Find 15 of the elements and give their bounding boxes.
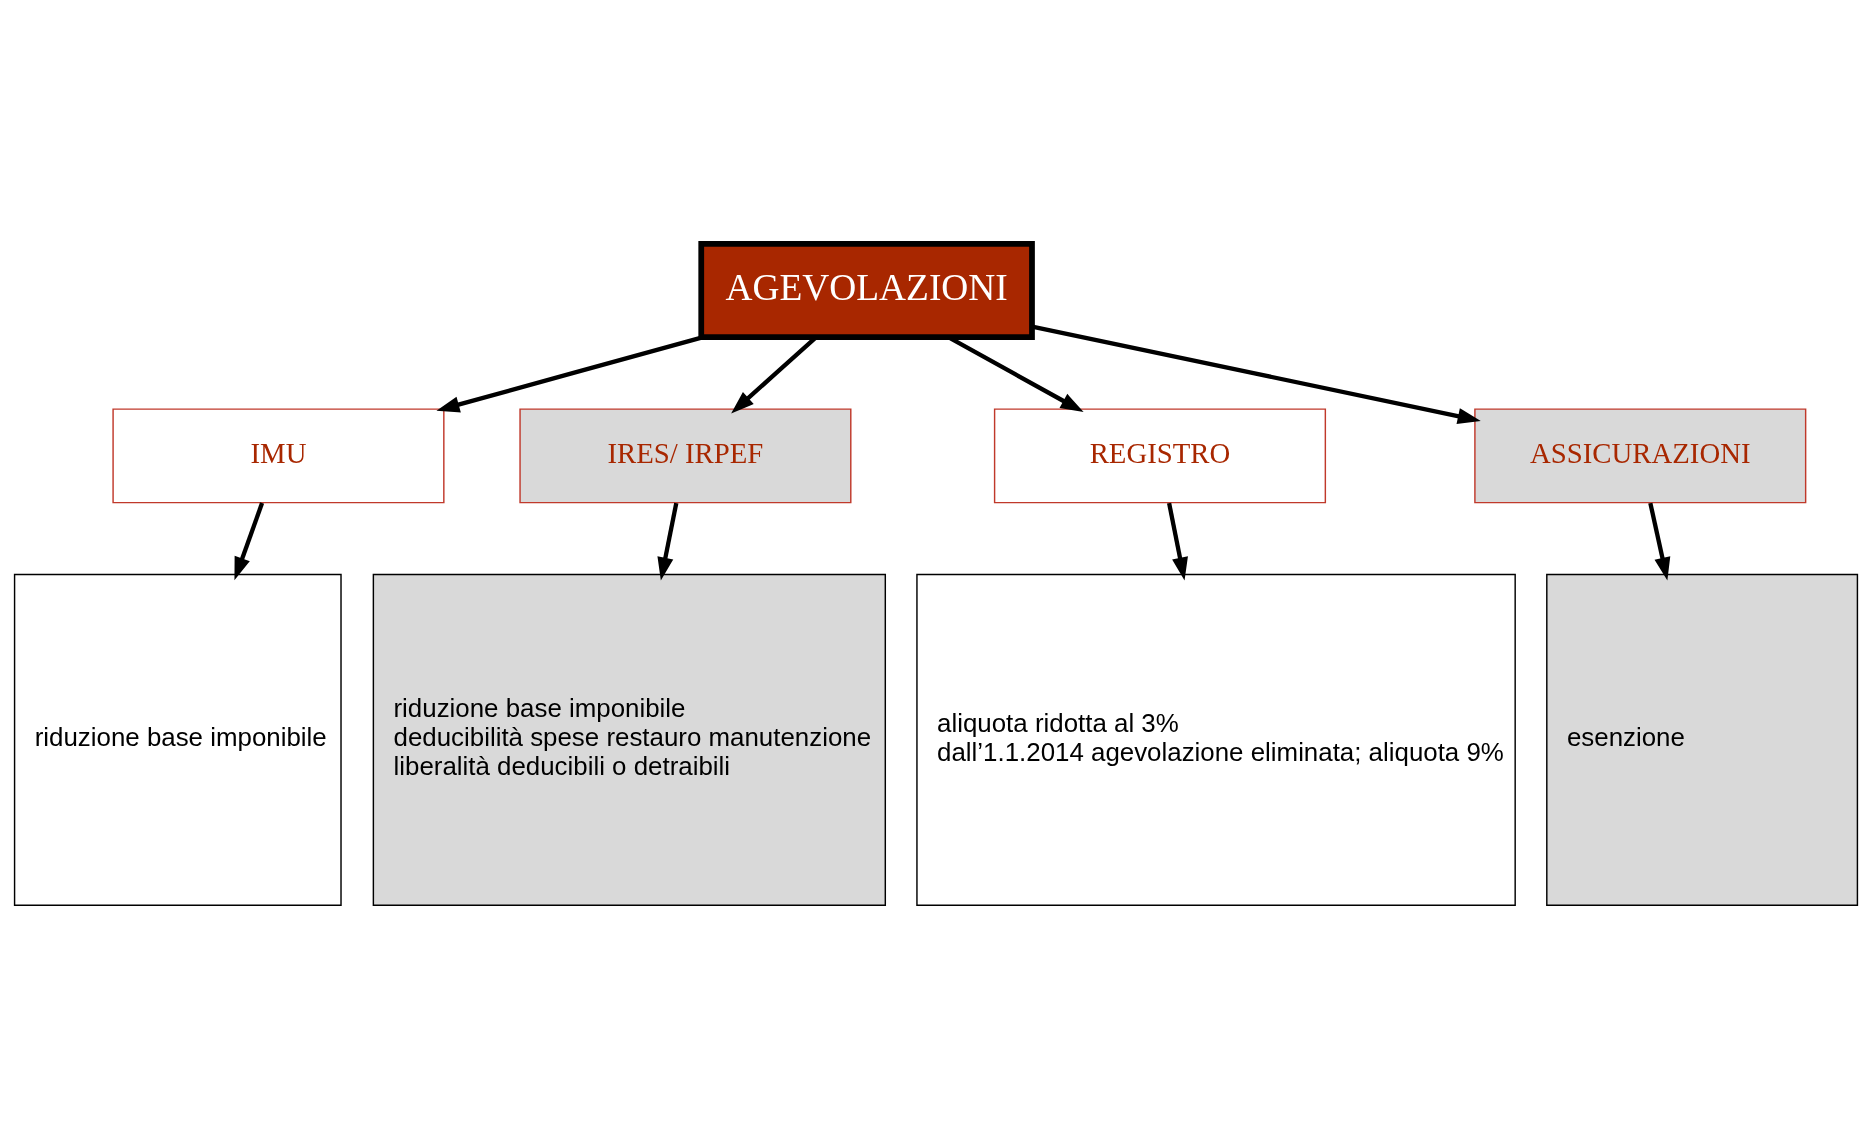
arrow (1167, 502, 1188, 580)
node-box: AGEVOLAZIONI (698, 240, 1035, 340)
arrow (234, 501, 265, 580)
arrow (1648, 502, 1671, 580)
node-box: aliquota ridotta al 3% dall’1.1.2014 agevolazione eliminata; aliquota 9% (916, 573, 1516, 906)
node-box: IMU (112, 407, 445, 503)
node-box: IRES/ IRPEF (519, 407, 852, 503)
node-box: ASSICURAZIONI (1474, 407, 1807, 503)
node-box: riduzione base imponibile (13, 573, 342, 906)
arrow (1031, 324, 1481, 424)
node-box: riduzione base imponibile deducibilità spese restauro manutenzione liberalità deducibili o detraibili (372, 573, 887, 906)
node-box: esenzione (1546, 573, 1859, 906)
arrow (436, 334, 703, 412)
arrow (657, 502, 679, 580)
node-box: REGISTRO (993, 407, 1327, 503)
